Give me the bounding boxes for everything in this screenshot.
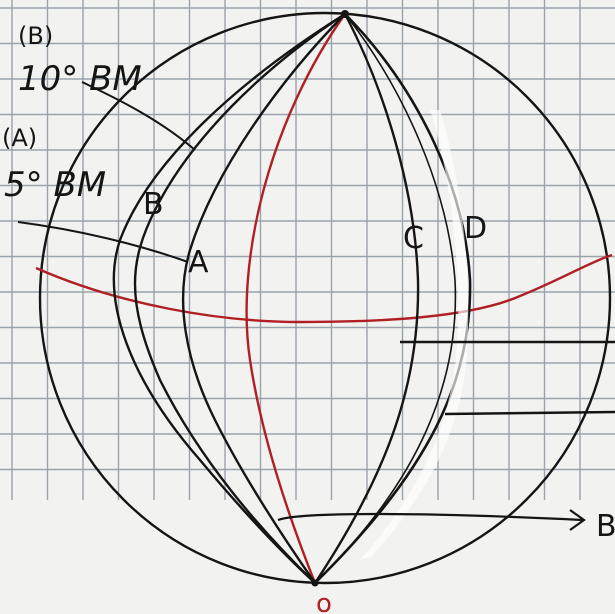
top-pole-dot: [341, 10, 349, 18]
bottom-pole-label: o: [316, 589, 332, 614]
horizontal-line-lower: [444, 410, 615, 416]
meridian-d-inner-stroke: [317, 13, 457, 581]
marker-a-left: (A): [2, 124, 37, 152]
red-central-meridian: [245, 13, 346, 584]
curve-label-d: D: [464, 211, 487, 246]
leader-line-5bm: [17, 221, 189, 263]
curve-label-a: A: [188, 245, 209, 280]
meridian-d: [314, 13, 472, 584]
meridian-a: [181, 13, 346, 584]
bottom-pole-dot: [311, 579, 319, 587]
red-horizontal-curve: [35, 253, 613, 324]
bottom-arrow-line: [277, 512, 583, 522]
curve-label-c: C: [403, 221, 424, 256]
meridian-c: [314, 13, 420, 584]
globe-outline: [38, 11, 612, 585]
marker-b-top: (B): [18, 22, 53, 50]
arrow-head-icon: [569, 509, 586, 531]
value-10-bm: 10° BM: [18, 59, 142, 99]
curve-label-b: B: [143, 187, 164, 222]
value-5-bm: 5° BM: [4, 165, 106, 205]
leader-line-10bm: [81, 81, 196, 151]
arrow-label-b: B: [596, 509, 615, 544]
meridian-b-outer: [133, 12, 346, 584]
highlight-strip: [360, 110, 469, 560]
meridian-outer-left: [112, 12, 346, 584]
